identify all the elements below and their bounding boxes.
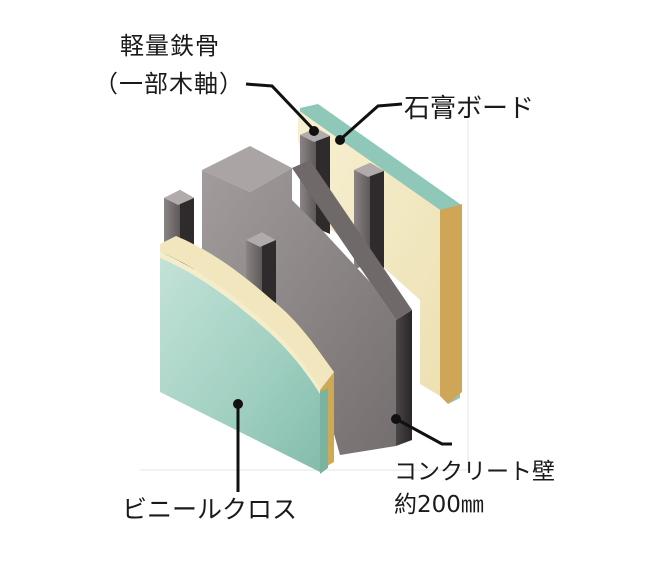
front-stud-1-top [164, 190, 194, 205]
label-vinyl-cloth: ビニールクロス [122, 495, 298, 524]
leader-lines [233, 82, 452, 492]
background-guides [140, 120, 469, 471]
label-partial-wood-frame: （一部木軸） [94, 70, 244, 98]
label-gypsum-board: 石膏ボード [404, 94, 535, 124]
back-stud-2-top [354, 163, 384, 177]
concrete-wall-slope-top [292, 160, 412, 320]
leader-steel-dot [309, 126, 319, 136]
leader-gypsum-dot [335, 135, 345, 145]
back-stud-2-side [370, 163, 384, 268]
leader-steel [245, 82, 314, 130]
front-stud-2-top [246, 232, 276, 247]
concrete-wall-top [202, 146, 292, 192]
vinyl-cloth-side-edge [320, 388, 328, 474]
leader-concrete-dot [391, 414, 401, 424]
label-light-steel: 軽量鉄骨 [120, 32, 220, 60]
label-concrete-thickness: 約200㎜ [394, 492, 484, 518]
vinyl-cloth [160, 252, 328, 474]
gypsum-board-front-face [160, 236, 334, 466]
leader-concrete [397, 418, 452, 446]
gypsum-board-back-side [440, 204, 462, 404]
label-concrete-wall: コンクリート壁 [394, 459, 555, 485]
vinyl-cloth-face [160, 256, 320, 472]
concrete-wall-side [396, 310, 412, 446]
leader-gypsum [341, 102, 403, 140]
leader-vinyl-dot [233, 399, 243, 409]
gypsum-board-back-edge [300, 104, 460, 404]
